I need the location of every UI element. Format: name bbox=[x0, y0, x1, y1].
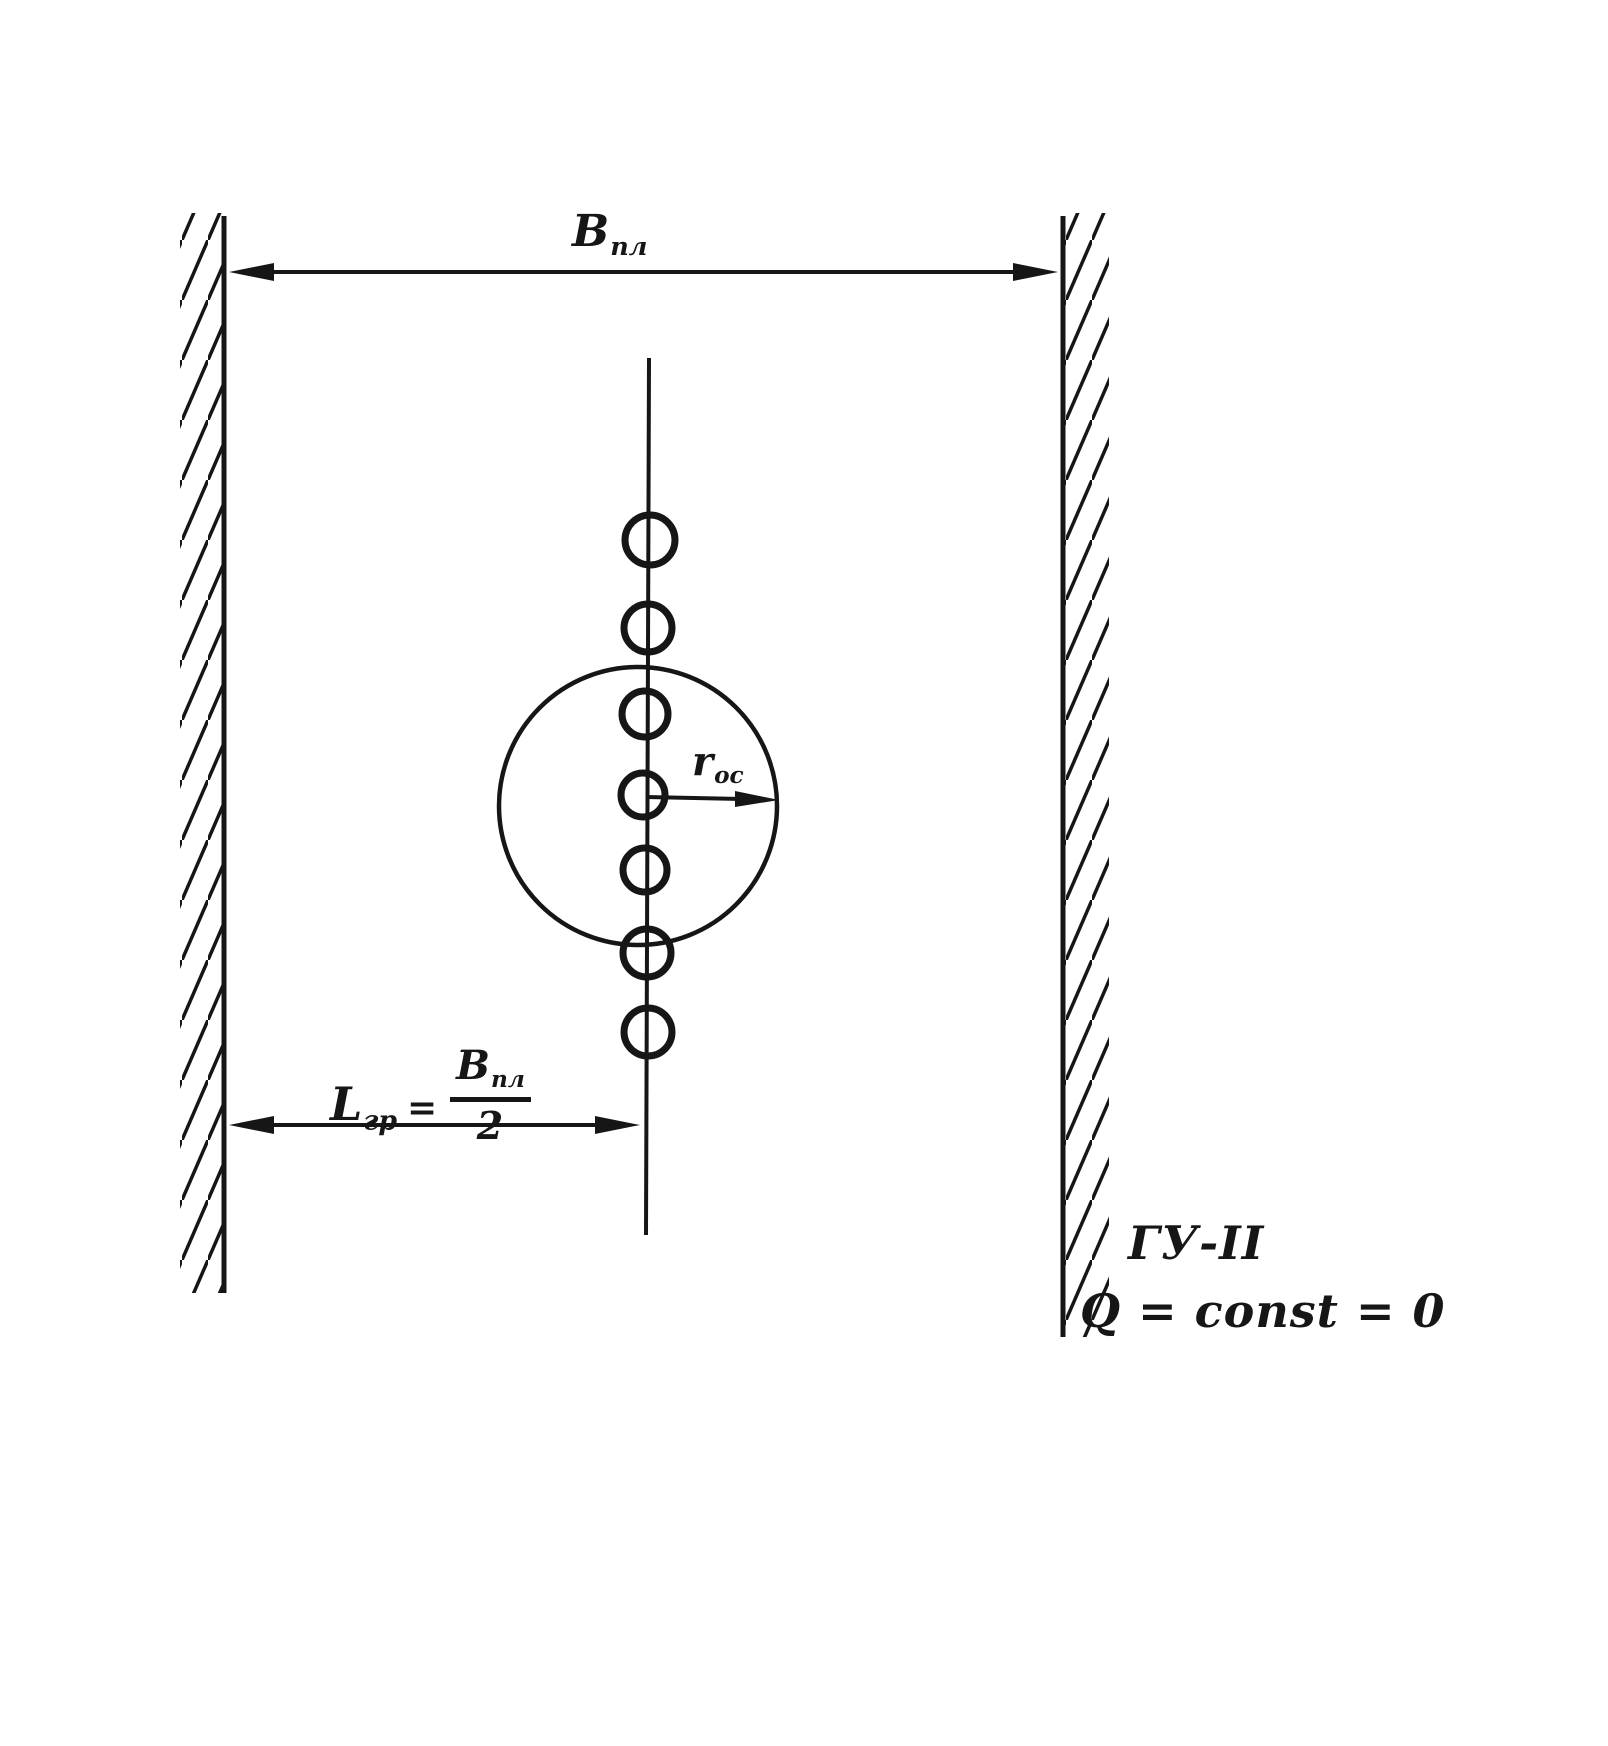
half-width-fraction: Bпл 2 bbox=[450, 1046, 531, 1145]
well-row bbox=[617, 511, 679, 1060]
well-circle bbox=[618, 687, 672, 741]
influence-radius-circle bbox=[496, 664, 780, 948]
well-circle bbox=[617, 769, 669, 821]
arrowhead-radius bbox=[735, 791, 779, 807]
left-wall-hatching bbox=[180, 213, 224, 1293]
fraction-denominator: 2 bbox=[476, 1103, 505, 1149]
arrowhead-right bbox=[1013, 263, 1058, 281]
boundary-condition-type-label: ГУ-II bbox=[1128, 1216, 1265, 1270]
equals-sign: = bbox=[407, 1086, 439, 1129]
half-width-dimension-arrow bbox=[229, 1116, 640, 1134]
well-circle bbox=[619, 844, 671, 896]
width-dimension-label: Bпл bbox=[572, 210, 647, 260]
radius-label-base: r bbox=[692, 738, 715, 785]
width-label-sub: пл bbox=[610, 231, 648, 262]
right-boundary-wall bbox=[1060, 213, 1109, 1337]
well-circle bbox=[621, 511, 679, 569]
arrowhead-right bbox=[595, 1116, 640, 1134]
radius-arrow bbox=[645, 791, 779, 807]
well-circle bbox=[620, 600, 676, 656]
half-width-label-sub: гр bbox=[363, 1104, 397, 1136]
arrowhead-left bbox=[229, 1116, 274, 1134]
arrowhead-left bbox=[229, 263, 274, 281]
boundary-condition-equation-label: Q = const = 0 bbox=[1080, 1284, 1446, 1338]
half-width-label: Lгр = Bпл 2 bbox=[330, 1046, 531, 1157]
right-wall-hatching bbox=[1064, 213, 1109, 1337]
half-width-label-base: Lгр bbox=[330, 1076, 397, 1136]
width-label-base: B bbox=[572, 206, 611, 257]
well-circle bbox=[620, 1004, 676, 1060]
left-boundary-wall bbox=[180, 213, 227, 1293]
fraction-numerator: Bпл bbox=[456, 1042, 525, 1094]
fraction-bar bbox=[450, 1097, 531, 1103]
well-circle bbox=[619, 925, 675, 981]
radius-label: rос bbox=[692, 742, 744, 790]
radius-label-sub: ос bbox=[714, 762, 744, 790]
width-dimension-arrow bbox=[229, 263, 1058, 281]
